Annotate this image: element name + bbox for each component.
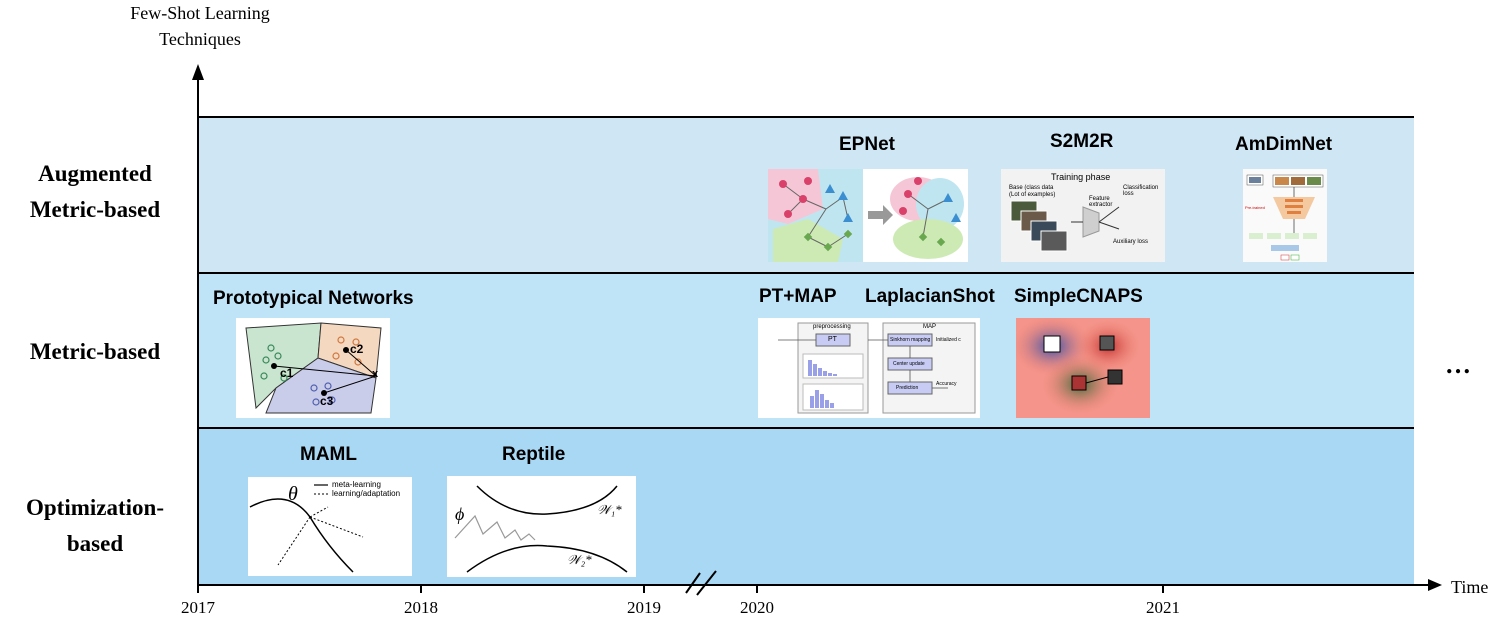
protonet-x: x — [372, 368, 379, 380]
band-top-line — [198, 116, 1414, 118]
y-axis-title-line1: Few-Shot Learning — [130, 3, 270, 23]
ptmap-pt-label: PT — [828, 336, 837, 343]
s2m2r-cls-label: Classification loss — [1123, 185, 1159, 197]
tick-2019: 2019 — [627, 598, 661, 617]
tick-2017: 2017 — [181, 598, 215, 617]
amdimnet-figure: Pre-trained — [1243, 169, 1327, 262]
reptile-w2: 𝒲₂* — [567, 552, 592, 567]
row-label-metric-line1: Metric-based — [29, 339, 161, 364]
band-separator-1 — [198, 272, 1414, 274]
s2m2r-feature-label: Feature extractor — [1089, 196, 1113, 208]
ptmap-acc-label: Accuracy — [936, 381, 957, 387]
reptile-w1: 𝒲₁* — [597, 502, 622, 517]
s2m2r-aux-label: Auxiliary loss — [1113, 239, 1149, 245]
method-epnet: EPNet — [839, 134, 895, 155]
method-ptmap: PT+MAP — [759, 286, 837, 307]
axis-break-2 — [696, 570, 717, 596]
ptmap-prediction-label: Prediction — [896, 385, 919, 391]
row-label-augmented: Augmented Metric-based — [0, 156, 190, 228]
row-label-optimization-line2: based — [66, 531, 124, 556]
method-s2m2r: S2M2R — [1050, 131, 1114, 152]
y-axis-title-line2: Techniques — [159, 29, 241, 49]
maml-legend-meta: meta-learning — [332, 480, 381, 489]
protonet-c3: c3 — [320, 394, 334, 408]
method-amdimnet: AmDimNet — [1235, 134, 1333, 155]
ptmap-init-label: Initialized c — [936, 337, 961, 343]
method-simplecnaps: SimpleCNAPS — [1014, 286, 1143, 307]
epnet-figure — [768, 169, 968, 262]
reptile-figure: ϕ 𝒲₁* 𝒲₂* — [447, 476, 636, 577]
protonet-figure: c1 c2 c3 x — [236, 318, 390, 418]
s2m2r-title: Training phase — [1051, 172, 1111, 182]
s2m2r-base-label: Base (class data — [1009, 185, 1054, 191]
ptmap-figure: preprocessing PT MAP Sinkhorn mapping Ce… — [758, 318, 980, 418]
tick-2020: 2020 — [740, 598, 774, 617]
maml-figure: θ meta-learning learning/adaptation — [248, 477, 412, 576]
method-laplacianshot: LaplacianShot — [865, 286, 995, 307]
x-axis-title: Time — [1451, 577, 1489, 597]
row-label-augmented-line1: Augmented — [38, 161, 152, 186]
protonet-c1: c1 — [280, 366, 294, 380]
s2m2r-base-label2: (Lot of examples) — [1009, 192, 1056, 198]
ptmap-center-label: Center update — [893, 361, 925, 367]
s2m2r-figure: Training phase Base (class data (Lot of … — [1001, 169, 1165, 262]
protonet-c2: c2 — [350, 342, 364, 356]
row-label-metric: Metric-based — [0, 334, 190, 370]
ptmap-sinkhorn-label: Sinkhorn mapping — [890, 337, 931, 343]
simplecnaps-figure — [1016, 318, 1150, 418]
method-protonet: Prototypical Networks — [213, 288, 414, 309]
tick-2018: 2018 — [404, 598, 438, 617]
method-maml: MAML — [300, 444, 357, 465]
row-label-optimization-line1: Optimization- — [26, 495, 164, 520]
row-label-augmented-line2: Metric-based — [29, 197, 161, 222]
axis-break-1 — [685, 572, 701, 594]
band-separator-2 — [198, 427, 1414, 429]
maml-legend-adapt: learning/adaptation — [332, 489, 401, 498]
ellipsis: … — [1445, 350, 1471, 379]
method-reptile: Reptile — [502, 444, 566, 465]
y-axis-title: Few-Shot Learning Techniques — [100, 0, 300, 52]
tick-2021: 2021 — [1146, 598, 1180, 617]
maml-theta: θ — [288, 483, 298, 505]
ptmap-preprocessing-label: preprocessing — [813, 324, 851, 330]
svg-text:Pre-trained: Pre-trained — [1245, 205, 1265, 210]
row-label-optimization: Optimization- based — [0, 490, 190, 562]
reptile-phi: ϕ — [455, 504, 465, 524]
ptmap-map-label: MAP — [923, 324, 937, 330]
